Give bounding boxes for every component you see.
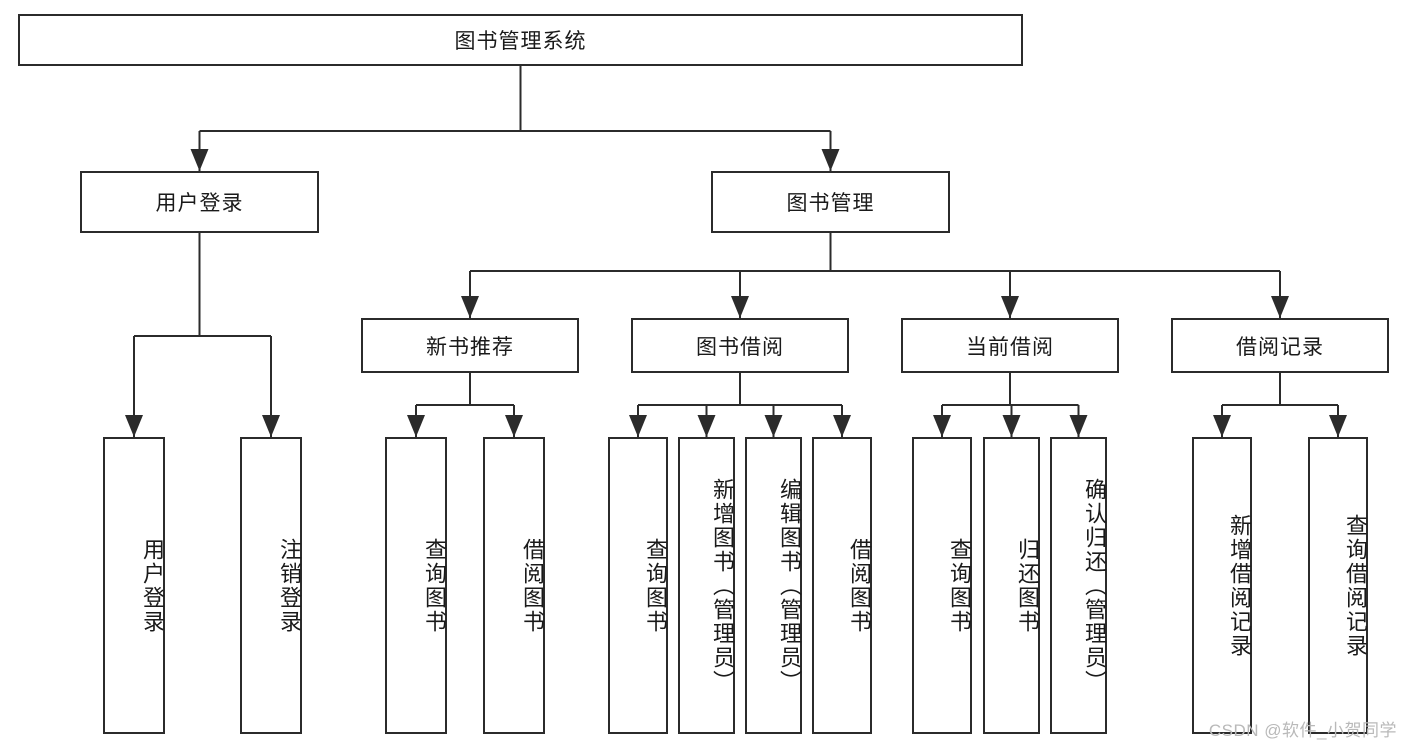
- node-label: 当前借阅: [966, 335, 1054, 359]
- node-label: 用户登录: [155, 192, 244, 215]
- arrowhead-l2b: [731, 296, 749, 318]
- arrowhead-f7: [764, 415, 783, 437]
- arrowhead-f9: [933, 415, 951, 437]
- node-label: 借阅记录: [1236, 335, 1324, 359]
- arrowhead-l1b: [821, 149, 840, 171]
- node-label: 图书管理: [786, 192, 875, 215]
- node-label: 查询图书: [947, 537, 972, 634]
- node-f9[interactable]: 查询图书: [912, 437, 972, 734]
- arrowhead-f11: [1069, 415, 1088, 437]
- node-f11[interactable]: 确认归还（管理员）: [1050, 437, 1107, 734]
- node-label: 新书推荐: [426, 335, 514, 359]
- node-f4[interactable]: 借阅图书: [483, 437, 545, 734]
- arrowhead-f5: [629, 415, 647, 437]
- arrowhead-l2a: [461, 296, 479, 318]
- node-l1b[interactable]: 图书管理: [711, 171, 950, 233]
- arrowhead-f3: [407, 415, 425, 437]
- arrowhead-l2c: [1001, 296, 1019, 318]
- node-label: 查询图书: [643, 537, 668, 634]
- arrowhead-f6: [697, 415, 716, 437]
- node-f1[interactable]: 用户登录: [103, 437, 165, 734]
- node-label: 归还图书: [1015, 537, 1040, 634]
- arrowhead-l1a: [190, 149, 209, 171]
- node-f7[interactable]: 编辑图书（管理员）: [745, 437, 802, 734]
- node-label: 新增图书（管理员）: [710, 477, 735, 694]
- node-label: 编辑图书（管理员）: [777, 477, 802, 694]
- arrowhead-f10: [1002, 415, 1021, 437]
- node-label: 用户登录: [140, 537, 165, 634]
- node-label: 新增借阅记录: [1227, 513, 1252, 658]
- arrowhead-l2d: [1271, 296, 1289, 318]
- arrowhead-f1: [125, 415, 143, 437]
- node-label: 查询借阅记录: [1343, 513, 1368, 658]
- arrowhead-f4: [505, 415, 523, 437]
- node-f3[interactable]: 查询图书: [385, 437, 447, 734]
- node-f13[interactable]: 查询借阅记录: [1308, 437, 1368, 734]
- node-label: 借阅图书: [520, 537, 545, 634]
- node-f10[interactable]: 归还图书: [983, 437, 1040, 734]
- node-f5[interactable]: 查询图书: [608, 437, 668, 734]
- node-root[interactable]: 图书管理系统: [18, 14, 1023, 66]
- node-f8[interactable]: 借阅图书: [812, 437, 872, 734]
- node-f2[interactable]: 注销登录: [240, 437, 302, 734]
- node-label: 图书借阅: [696, 335, 784, 359]
- node-l2d[interactable]: 借阅记录: [1171, 318, 1389, 373]
- arrowhead-f12: [1213, 415, 1231, 437]
- arrowhead-f2: [262, 415, 280, 437]
- node-l2b[interactable]: 图书借阅: [631, 318, 849, 373]
- arrowhead-f13: [1329, 415, 1347, 437]
- node-l2a[interactable]: 新书推荐: [361, 318, 579, 373]
- node-label: 注销登录: [277, 537, 302, 634]
- node-label: 图书管理系统: [454, 30, 587, 53]
- watermark-label: CSDN @软件_小贺同学: [1208, 721, 1397, 740]
- node-label: 借阅图书: [847, 537, 872, 634]
- node-l1a[interactable]: 用户登录: [80, 171, 319, 233]
- node-label: 查询图书: [422, 537, 447, 634]
- arrowhead-f8: [833, 415, 851, 437]
- node-f12[interactable]: 新增借阅记录: [1192, 437, 1252, 734]
- node-l2c[interactable]: 当前借阅: [901, 318, 1119, 373]
- node-f6[interactable]: 新增图书（管理员）: [678, 437, 735, 734]
- node-label: 确认归还（管理员）: [1082, 477, 1107, 694]
